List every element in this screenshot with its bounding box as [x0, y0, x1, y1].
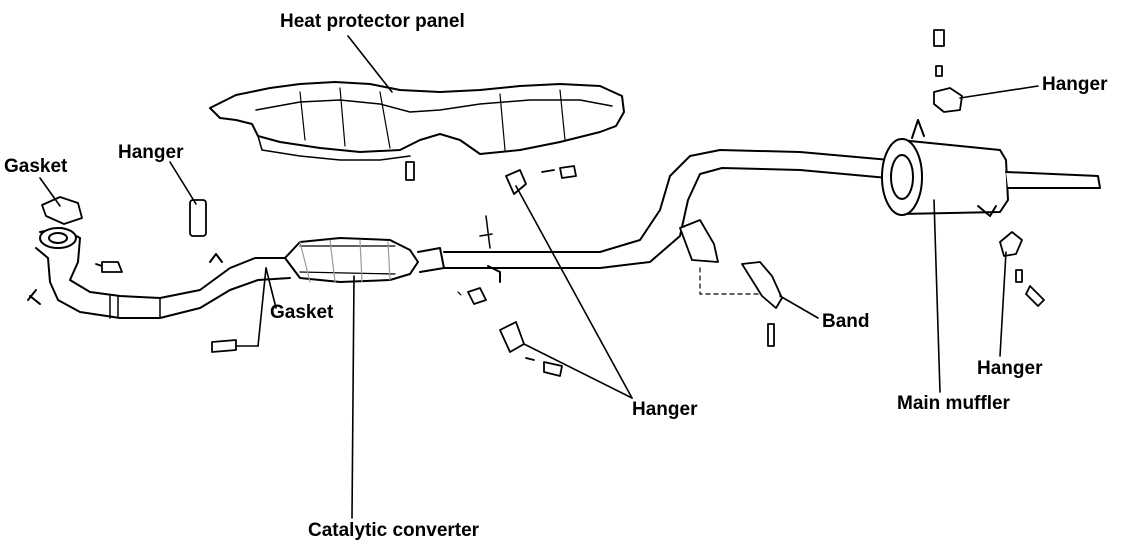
hanger-bottom-label: Hanger [977, 358, 1043, 379]
gasket-mid-label: Gasket [270, 302, 334, 323]
leader-lines [39, 35, 1039, 519]
heat-protector-panel-label: Heat protector panel [280, 11, 465, 32]
front-pipe-shape [27, 227, 291, 319]
main-muffler-shape [881, 119, 1101, 217]
band-label: Band [822, 311, 870, 332]
hanger-right-label: Hanger [632, 399, 698, 420]
intermediate-pipe-shape [443, 149, 891, 283]
hanger-left-label: Hanger [118, 142, 184, 163]
catalytic-converter-label: Catalytic converter [308, 520, 480, 541]
gasket-left-label: Gasket [4, 156, 68, 177]
hanger-top-right-label: Hanger [1042, 74, 1108, 95]
main-muffler-label: Main muffler [897, 393, 1010, 414]
heat-protector-panel-shape [209, 81, 625, 161]
small-parts [41, 29, 1045, 377]
catalytic-converter-shape [284, 237, 445, 283]
